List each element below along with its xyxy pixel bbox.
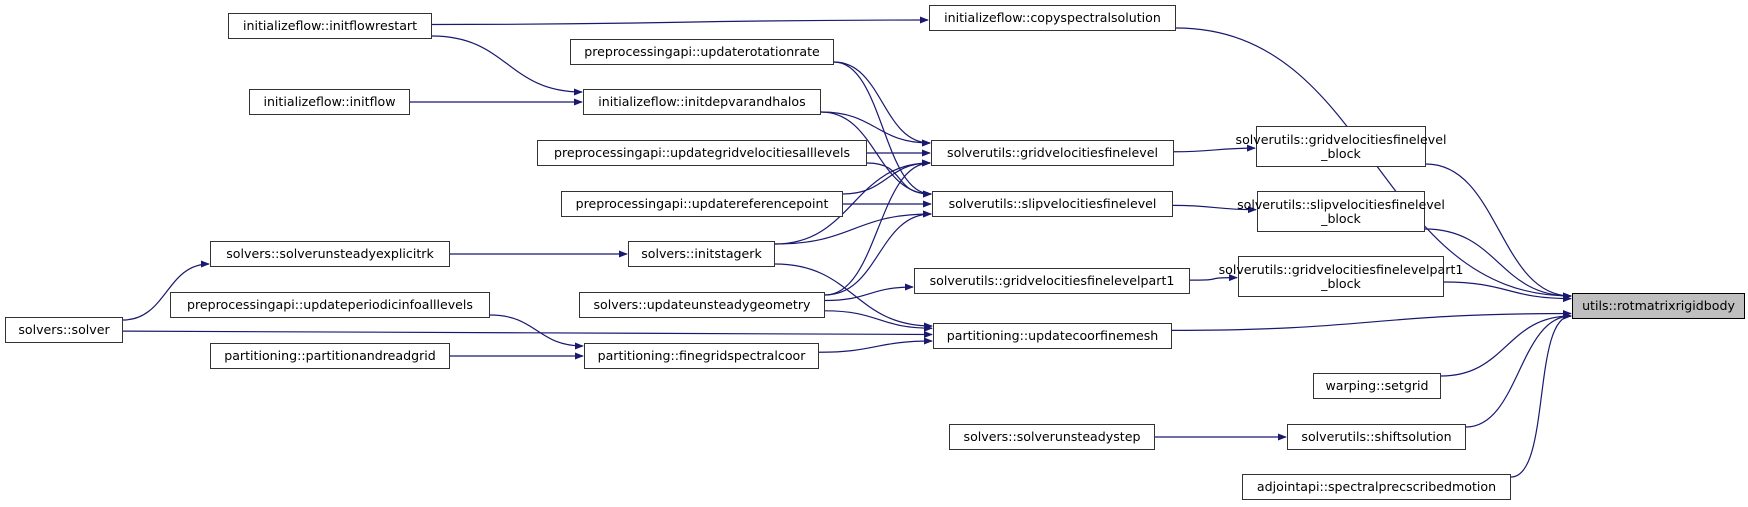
node-label: solverutils::gridvelocitiesfinelevelpart… [929,273,1175,288]
node-initializeflow-initflowrestart[interactable]: initializeflow::initflowrestart [228,13,432,39]
node-partitioning-partitionandreadgrid[interactable]: partitioning::partitionandreadgrid [210,343,450,369]
edge-n_solver-to-n_updatecoor [122,330,933,339]
edge-n_initstagerk-to-n_updatecoor [774,263,933,330]
edge-n_updaterotation-to-n_gvfl [833,61,931,147]
edge-n_setgrid-to-n_rotmatrix [1440,312,1572,377]
node-label: adjointapi::spectralprecscribedmotion [1256,479,1497,494]
edge-n_initflowrestart-to-n_copyspectral [431,16,929,26]
node-initializeflow-initflow[interactable]: initializeflow::initflow [249,89,410,115]
node-label: solverutils::shiftsolution [1301,429,1452,444]
node-label: solvers::solver [18,322,110,337]
node-solverutils-gridvelocitiesfinelevelpart1-block[interactable]: solverutils::gridvelocitiesfinelevelpart… [1219,256,1463,297]
node-label: preprocessingapi::updateperiodicinfoalll… [187,297,473,312]
node-label: solvers::solverunsteadyexplicitrk [226,246,434,261]
edge-n_spectralprescribed-to-n_rotmatrix [1510,312,1572,478]
node-label: utils::rotmatrixrigidbody [1582,298,1735,313]
edge-n_updaterotation-to-n_svfl [833,61,932,198]
node-label: partitioning::partitionandreadgrid [224,348,436,363]
node-solvers-solverunsteadyexplicitrk[interactable]: solvers::solverunsteadyexplicitrk [210,241,450,267]
node-preprocessingapi-updategridvelocitiesalllevels[interactable]: preprocessingapi::updategridvelocitiesal… [537,140,867,166]
edge-n_gvflp1_block-to-n_rotmatrix [1443,281,1572,303]
node-initializeflow-copyspectralsolution[interactable]: initializeflow::copyspectralsolution [929,5,1176,31]
edge-n_gvfl_block-to-n_rotmatrix [1425,163,1572,300]
node-solverutils-slipvelocitiesfinelevel[interactable]: solverutils::slipvelocitiesfinelevel [932,191,1173,217]
node-partitioning-updatecoorfinemesh[interactable]: partitioning::updatecoorfinemesh [933,323,1172,349]
node-solvers-updateunsteadygeometry[interactable]: solvers::updateunsteadygeometry [579,292,825,318]
node-label: _block [1321,275,1361,291]
edge-n_gvfl-to-n_gvfl_block [1173,144,1256,153]
edge-n_initstagerk-to-n_svfl [774,210,932,245]
node-label: initializeflow::initflowrestart [242,18,418,33]
node-label: solvers::updateunsteadygeometry [593,297,811,312]
node-preprocessingapi-updatereferencepoint[interactable]: preprocessingapi::updatereferencepoint [561,191,843,217]
node-adjointapi-spectralprecscribedmotion[interactable]: adjointapi::spectralprecscribedmotion [1242,474,1511,500]
node-solverutils-shiftsolution[interactable]: solverutils::shiftsolution [1287,424,1466,450]
node-solverutils-slipvelocitiesfinelevel-block[interactable]: solverutils::slipvelocitiesfinelevel _bl… [1237,191,1445,232]
edge-n_initstagerk-to-n_gvfl [774,159,931,245]
edge-n_initdepvar-to-n_gvfl [820,111,931,147]
edge-n_finegrid-to-n_updatecoor [818,337,933,353]
node-label: preprocessingapi::updategridvelocitiesal… [553,145,851,160]
node-solverutils-gridvelocitiesfinelevelpart1[interactable]: solverutils::gridvelocitiesfinelevelpart… [914,268,1190,294]
node-utils-rotmatrixrigidbody[interactable]: utils::rotmatrixrigidbody [1572,293,1745,319]
node-solvers-solverunsteadystep[interactable]: solvers::solverunsteadystep [949,424,1155,450]
node-label: preprocessingapi::updaterotationrate [584,44,820,59]
node-label: initializeflow::copyspectralsolution [944,10,1161,25]
node-solvers-initstagerk[interactable]: solvers::initstagerk [628,241,775,267]
edge-n_solver-to-n_explicitrk [122,260,210,321]
edge-n_svfl_block-to-n_rotmatrix [1424,228,1572,300]
node-solverutils-gridvelocitiesfinelevel[interactable]: solverutils::gridvelocitiesfinelevel [931,140,1174,166]
node-partitioning-finegridspectralcoor[interactable]: partitioning::finegridspectralcoor [584,343,819,369]
node-preprocessingapi-updaterotationrate[interactable]: preprocessingapi::updaterotationrate [570,39,834,65]
node-label: initializeflow::initflow [263,94,396,109]
node-label: solverutils::gridvelocitiesfinelevel [1235,131,1447,147]
edge-n_svfl-to-n_svfl_block [1172,204,1257,214]
node-label: _block [1321,145,1361,161]
edge-n_updategeom-to-n_svfl [824,210,932,296]
node-label: solvers::solverunsteadystep [963,429,1141,444]
node-label: solverutils::gridvelocitiesfinelevel [947,145,1158,160]
node-label: solverutils::slipvelocitiesfinelevel [948,196,1157,211]
node-solvers-solver[interactable]: solvers::solver [5,317,123,343]
node-preprocessingapi-updateperiodicinfoalllevels[interactable]: preprocessingapi::updateperiodicinfoalll… [170,292,490,318]
node-label: solverutils::slipvelocitiesfinelevel [1237,196,1445,212]
edge-n_updategridvel-to-n_svfl [866,162,932,198]
node-initializeflow-initdepvarandhalos[interactable]: initializeflow::initdepvarandhalos [583,89,821,115]
node-label: warping::setgrid [1325,378,1429,393]
node-label: partitioning::updatecoorfinemesh [946,328,1159,343]
edge-n_updatecoor-to-n_rotmatrix [1171,309,1572,331]
node-label: initializeflow::initdepvarandhalos [598,94,806,109]
edge-n_updategeom-to-n_gvfl [824,159,931,296]
node-label: partitioning::finegridspectralcoor [597,348,806,363]
node-label: preprocessingapi::updatereferencepoint [575,196,829,211]
node-warping-setgrid[interactable]: warping::setgrid [1313,373,1441,399]
edge-n_shiftsolution-to-n_rotmatrix [1465,312,1572,428]
edge-n_updategeom-to-n_gvflp1 [824,283,914,302]
node-label: _block [1321,210,1361,226]
edge-n_periodic-to-n_finegrid [489,314,584,350]
edge-n_updategeom-to-n_updatecoor [824,310,933,332]
node-solverutils-gridvelocitiesfinelevel-block[interactable]: solverutils::gridvelocitiesfinelevel _bl… [1236,126,1446,167]
edge-n_gvflp1-to-n_gvflp1_block [1189,274,1238,282]
node-label: solvers::initstagerk [641,246,762,261]
node-label: solverutils::gridvelocitiesfinelevelpart… [1218,261,1464,277]
edge-n_initflowrestart-to-n_initdepvar [431,35,583,96]
